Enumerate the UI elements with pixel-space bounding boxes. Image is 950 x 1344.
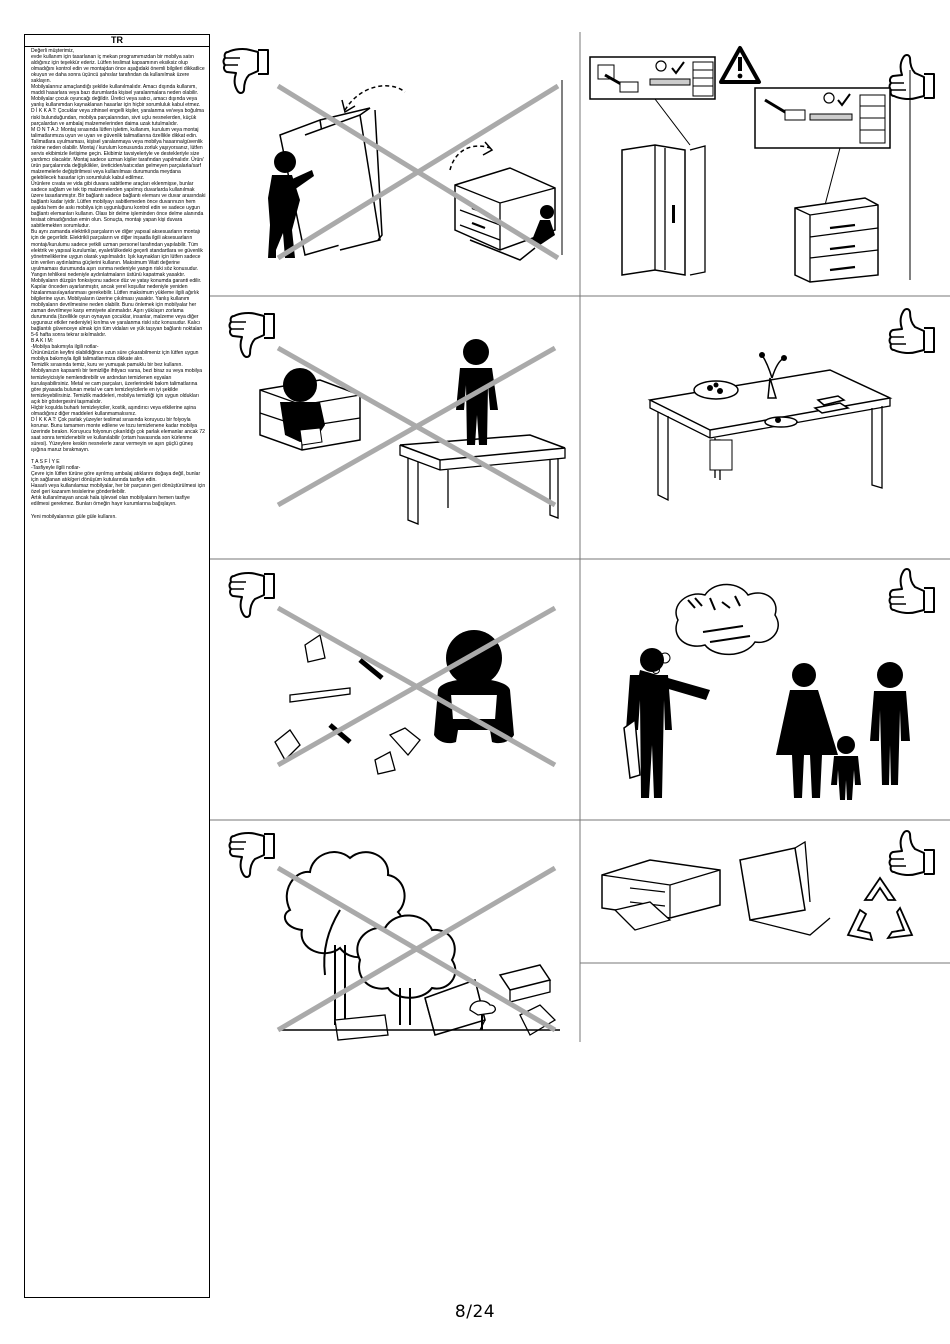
man-icon <box>870 662 910 785</box>
thumbs-up-icon <box>888 308 935 355</box>
paragraph: Mobilyalarınız amaçlandığı şekilde kulla… <box>31 84 201 109</box>
baby-icon <box>434 630 514 744</box>
paragraph: M O N T A J: Montaj sırasında lütfen işl… <box>31 126 204 181</box>
paragraph: Yeni mobilyalarınızı güle güle kullanın. <box>31 513 117 520</box>
paragraph: Bu aynı zamanda elektrikli parçaların ve… <box>31 229 203 278</box>
paragraph: D İ K K A T: Çocuklar veya zihinsel enge… <box>31 108 204 127</box>
panel-wall-anchoring-do <box>589 46 935 283</box>
paragraph: Mobilyaların düzgün fonksiyonu sadece dü… <box>31 277 203 339</box>
panel-proper-table-use-do <box>647 308 935 502</box>
person-carrying-board-icon <box>623 648 710 798</box>
person-sitting-icon <box>280 368 325 446</box>
thumbs-up-icon <box>888 54 935 101</box>
paragraph: B A K I M: <box>31 338 54 345</box>
paragraph: Çevre için lütfen türüne göre ayrılmış a… <box>31 471 201 484</box>
warning-triangle-icon <box>719 46 761 84</box>
thumbs-up-icon <box>888 830 935 877</box>
paragraph: Artık kullanılmayan ancak hala işlevsel … <box>31 495 190 508</box>
instructions-text-column: TR Değerli müşterimiz, evde kullanım içi… <box>24 34 210 1298</box>
page-number: 8/24 <box>454 1302 496 1322</box>
thumbs-down-icon <box>228 831 275 878</box>
panel-recycling-do <box>601 830 935 942</box>
paragraph: D İ K K A T: Çok parlak yüzeyler teslima… <box>31 416 205 454</box>
grid-lines <box>210 32 950 1042</box>
recycling-icon <box>846 876 914 942</box>
panel-family-assembly-do <box>623 568 935 800</box>
thumbs-down-icon <box>228 311 275 358</box>
panel-climbing-furniture-dont <box>228 311 566 525</box>
thumbs-up-icon <box>888 568 935 615</box>
panel-dumping-in-nature-dont <box>228 831 560 1041</box>
paragraph: T A S F İ Y E <box>31 459 60 466</box>
thumbs-down-icon <box>222 47 269 94</box>
illustration-grid <box>210 32 950 1042</box>
paragraph: Temizlik sırasında temiz, kuru ve yumuşa… <box>31 362 203 405</box>
panel-tipping-furniture-dont <box>222 47 563 261</box>
paragraph: Değerli müşterimiz, <box>31 48 75 54</box>
paragraph: evde kullanım için tasarlanan iç mekan p… <box>31 54 205 85</box>
paragraph: Ürününüzün keyfini olabildiğince uzun sü… <box>31 350 199 363</box>
paragraph: Ürünlere cıvata ve vida gibi duvara sabi… <box>31 181 206 230</box>
person-pushing-icon <box>268 151 314 258</box>
instructions-body: Değerli müşterimiz, evde kullanım için t… <box>25 47 209 520</box>
paragraph: Hasarlı veya kullanılamaz mobilyalar, he… <box>31 483 206 496</box>
paragraph: -Tasfiyeyle ilgili notlar- <box>31 465 81 472</box>
thumbs-down-icon <box>228 571 275 618</box>
panel-small-parts-child-dont <box>228 571 557 775</box>
paragraph: -Mobilya bakımıyla ilgili notlar- <box>31 344 99 351</box>
language-code-header: TR <box>25 35 209 47</box>
woman-icon <box>776 663 838 798</box>
paragraph: Hiçbir koşulda buharlı temizleyiciler, k… <box>31 404 196 417</box>
child-icon <box>831 736 861 800</box>
child-trapped-icon <box>532 205 555 245</box>
